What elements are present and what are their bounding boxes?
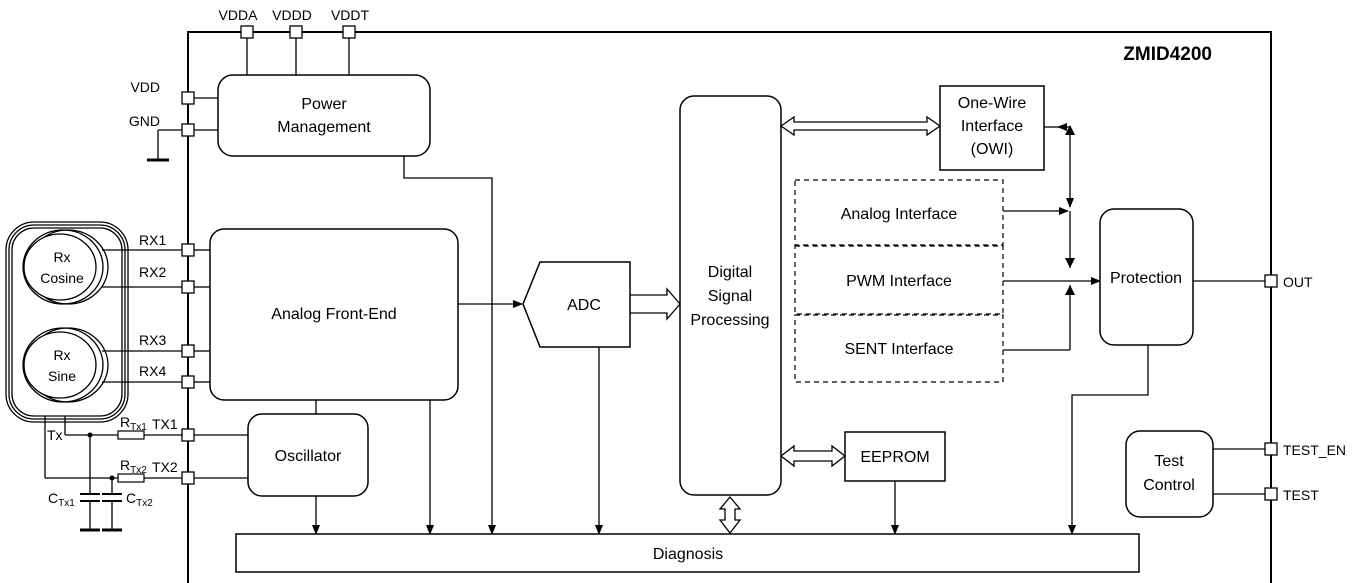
- analog-interface-block: [794, 179, 1004, 246]
- power-management-label-1: Power: [301, 96, 347, 113]
- analog-interface-label: Analog Interface: [841, 206, 958, 223]
- analog-front-end-block: [209, 228, 459, 401]
- dsp-owi-bus: [779, 115, 942, 137]
- owi-label-2: Interface: [961, 118, 1023, 135]
- dsp-eeprom-bus: [779, 444, 847, 468]
- vdda-label: VDDA: [219, 7, 259, 23]
- rx4-label: RX4: [139, 363, 166, 379]
- eeprom-label: EEPROM: [860, 449, 929, 466]
- analog-front-end-label: Analog Front-End: [271, 306, 396, 323]
- sent-interface-label: SENT Interface: [844, 341, 953, 358]
- owi-block: [939, 85, 1045, 171]
- owi-label-1: One-Wire: [958, 95, 1027, 112]
- c-tx1-label: CTx1: [48, 490, 75, 509]
- oscillator-block: [247, 413, 369, 497]
- protection-label: Protection: [1110, 270, 1182, 287]
- vddt-label: VDDT: [331, 7, 370, 23]
- rx1-label: RX1: [139, 232, 166, 248]
- gnd-label: GND: [129, 113, 160, 129]
- diagnosis-block: [235, 533, 1140, 573]
- dsp-block: [679, 95, 782, 496]
- rx-sine-label-1: Rx: [53, 347, 70, 363]
- protection-block: [1099, 208, 1194, 346]
- rx-cosine-label-1: Rx: [53, 249, 70, 265]
- pwm-interface-label: PWM Interface: [846, 273, 952, 290]
- test-en-pin: [1264, 442, 1278, 456]
- vdd-label: VDD: [130, 79, 160, 95]
- dsp-label-2: Signal: [708, 288, 752, 305]
- tx2-label: TX2: [152, 459, 178, 475]
- test-label: TEST: [1283, 487, 1319, 503]
- tx-label: Tx: [47, 427, 63, 443]
- dsp-label-3: Processing: [690, 312, 769, 329]
- test-control-block: [1125, 430, 1214, 518]
- coil-assembly: Rx Cosine Rx Sine: [5, 221, 129, 423]
- out-label: OUT: [1283, 274, 1313, 290]
- tx1-label: TX1: [152, 416, 178, 432]
- diagnosis-label: Diagnosis: [653, 546, 723, 563]
- c-tx2-label: CTx2: [126, 490, 153, 509]
- test-en-label: TEST_EN: [1283, 442, 1346, 458]
- pwm-interface-block: [794, 245, 1004, 315]
- owi-label-3: (OWI): [971, 141, 1014, 158]
- test-pin: [1264, 487, 1278, 501]
- adc-to-dsp-bus: [630, 287, 681, 321]
- adc-label: ADC: [567, 297, 601, 314]
- vddd-label: VDDD: [272, 7, 312, 23]
- rx-pins: RX1 RX2 RX3 RX4: [102, 232, 210, 389]
- power-management-block: [217, 74, 431, 157]
- oscillator-label: Oscillator: [275, 448, 342, 465]
- tx-circuit: TX1 TX2 Tx RTx1 RTx2 CTx1 CTx2: [44, 414, 248, 532]
- r-tx2-label: RTx2: [120, 457, 147, 476]
- supply-pins-top: VDDA VDDD VDDT: [219, 7, 370, 75]
- power-management-label-2: Management: [277, 119, 371, 136]
- chip-name: ZMID4200: [1123, 44, 1212, 65]
- r-tx1-label: RTx1: [120, 414, 147, 433]
- sent-interface-block: [794, 314, 1004, 383]
- chip-outline: [187, 31, 1272, 583]
- rx-cosine-label-2: Cosine: [40, 270, 84, 286]
- adc-block: [522, 261, 631, 348]
- dsp-diagnosis-bus: [718, 495, 742, 535]
- out-pin: [1264, 274, 1278, 288]
- dsp-label-1: Digital: [708, 264, 752, 281]
- vdd-gnd-pins: VDD GND: [129, 79, 218, 162]
- rx-sine-label-2: Sine: [48, 368, 76, 384]
- test-control-label-1: Test: [1154, 453, 1184, 470]
- rx3-label: RX3: [139, 332, 166, 348]
- test-control-label-2: Control: [1143, 477, 1195, 494]
- rx2-label: RX2: [139, 264, 166, 280]
